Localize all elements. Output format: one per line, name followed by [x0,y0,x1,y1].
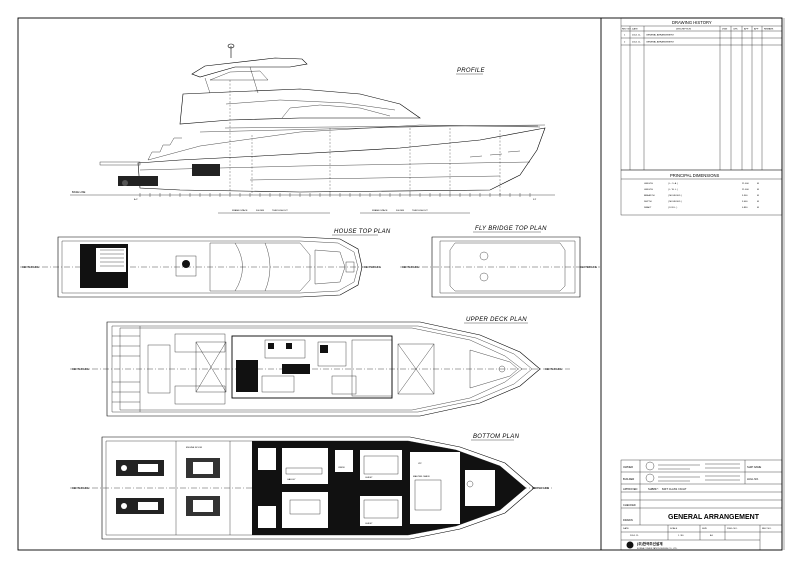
svg-text:CENTER LINE: CENTER LINE [72,367,89,371]
principal-name: BREADTH [644,194,655,197]
svg-text:CENTER LINE: CENTER LINE [22,265,39,269]
svg-text:VIP: VIP [418,463,422,465]
history-col-header: DATE [632,28,638,31]
principal-symbol: ( L. O. A. ) [668,182,678,185]
principal-name: DRAFT [644,206,652,209]
svg-text:2014. 11.: 2014. 11. [630,535,639,537]
svg-text:BUILDER: BUILDER [623,477,634,481]
principal-symbol: ( D.W.L. ) [668,207,678,209]
svg-text:500 MM: 500 MM [396,210,404,212]
project-prefix: SHB837 : [648,487,659,491]
principal-value: 21.000 [742,183,749,185]
profile-view: PROFILE BASE LI [70,43,555,214]
svg-text:SIZE: SIZE [702,528,707,530]
svg-text:MASTER CABIN: MASTER CABIN [413,475,430,478]
svg-text:THROUGHOUT: THROUGHOUT [412,210,428,212]
svg-text:1 / 80: 1 / 80 [678,535,684,537]
bottom-plan: BOTTOM PLAN CENTER LINE CENTER LINE GALL… [70,434,552,540]
title-block: OWNER BUILDER APPROVED CHECKED DRAWN SHI… [620,459,783,551]
principal-name: LENGTH [644,189,653,191]
svg-text:GALLEY: GALLEY [287,478,296,481]
principal-value: 5.300 [742,195,748,197]
principal-value: 3.000 [742,201,748,203]
svg-text:CENTER LINE: CENTER LINE [545,367,562,371]
project-name: 84FT CLASS YACHT [662,487,687,491]
sheet-border [17,17,783,551]
company-name-en: KOREA CONSULTATION DESIGN CO., LTD. [637,547,678,550]
principal-value: 0.850 [742,207,748,209]
svg-text:A3: A3 [710,534,713,537]
svg-text:DRAWN: DRAWN [623,518,633,522]
svg-text:THROUGHOUT: THROUGHOUT [272,210,288,212]
principal-unit: M [757,183,759,185]
history-col-header: APP [754,28,759,31]
history-desc: GENERAL ARRANGEMENT [646,34,675,37]
principal-symbol: ( MOULDED ) [668,201,682,203]
svg-text:FRAME SPACE: FRAME SPACE [372,209,388,212]
history-col-header: REV. NO. [622,29,632,31]
svg-text:GUEST: GUEST [365,523,373,525]
history-desc: GENERAL ARRANGEMENT [646,41,675,44]
principal-name: LENGTH [644,183,653,185]
svg-text:500 MM: 500 MM [256,210,264,212]
company-logo [626,541,634,549]
svg-text:GUEST: GUEST [365,477,373,479]
principal-name: DEPTH [644,201,652,203]
svg-text:CHECKED: CHECKED [623,503,636,507]
svg-text:OWNER: OWNER [623,465,633,469]
company-name-ko: (주)한국조선설계 [637,541,663,546]
svg-text:CENTER LINE: CENTER LINE [364,265,381,269]
svg-text:ENGINE ROOM: ENGINE ROOM [186,447,202,449]
svg-text:SHIP NAME: SHIP NAME [747,465,761,469]
upper-deck-title: UPPER DECK PLAN [466,317,527,323]
history-col-header: DWN [722,29,728,31]
principal-unit: M [757,195,759,197]
svg-text:CENTER LINE: CENTER LINE [532,486,549,490]
svg-text:F.P: F.P [533,199,537,201]
history-title: DRAWING HISTORY [672,20,712,25]
fly-bridge-title: FLY BRIDGE TOP PLAN [475,226,547,232]
svg-text:CENTER LINE: CENTER LINE [72,486,89,490]
profile-title: PROFILE [457,68,485,74]
svg-text:CREW: CREW [338,467,346,469]
svg-text:CENTER LINE: CENTER LINE [402,265,419,269]
upper-deck-plan: UPPER DECK PLAN CENTER LINE CENTER LINE [70,317,570,417]
history-col-header: CHK [733,29,738,31]
principal-unit: M [757,201,759,203]
history-rev: 1 [624,35,626,37]
svg-text:DATE: DATE [623,527,629,530]
bottom-plan-title: BOTTOM PLAN [473,434,520,440]
house-top-title: HOUSE TOP PLAN [334,229,391,235]
principal-value: 21.000 [742,189,749,191]
principal-symbol: ( MOULDED ) [668,195,682,197]
fly-bridge-top-plan: FLY BRIDGE TOP PLAN CENTER LINE CENTER L… [400,226,600,298]
history-date: 2014. 11. [632,35,641,37]
svg-text:A.P: A.P [134,198,138,201]
principal-symbol: ( L. W. L. ) [668,189,678,191]
baseline-label: BASE LINE [72,190,86,194]
history-col-header: APP [744,28,749,31]
principal-title: PRINCIPAL DIMENSIONS [670,173,720,178]
principal-unit: M [757,189,759,191]
history-col-header: REMARK [764,28,774,31]
svg-text:FRAME SPACE: FRAME SPACE [232,209,248,212]
svg-text:HULL NO.: HULL NO. [747,477,759,481]
svg-text:SCALE: SCALE [670,527,678,530]
history-col-header: DESCRIPTION [676,29,691,31]
history-rev: 2 [624,42,626,44]
svg-text:CENTER LINE: CENTER LINE [580,265,597,269]
principal-dimensions-table: PRINCIPAL DIMENSIONS LENGTH ( L. O. A. ) 2… [620,169,783,216]
drawing-history-table: DRAWING HISTORY REV. NO.DATE DESCRIPTION D… [620,17,783,171]
principal-unit: M [757,207,759,209]
svg-text:DWG. NO.: DWG. NO. [727,528,738,530]
svg-text:REV. NO.: REV. NO. [762,528,772,530]
house-top-plan: HOUSE TOP PLAN CENTER LINE CENTER LINE [20,229,391,298]
drawing-title: GENERAL ARRANGEMENT [668,514,760,521]
history-date: 2014. 11. [632,42,641,44]
svg-text:APPROVED: APPROVED [623,487,638,491]
